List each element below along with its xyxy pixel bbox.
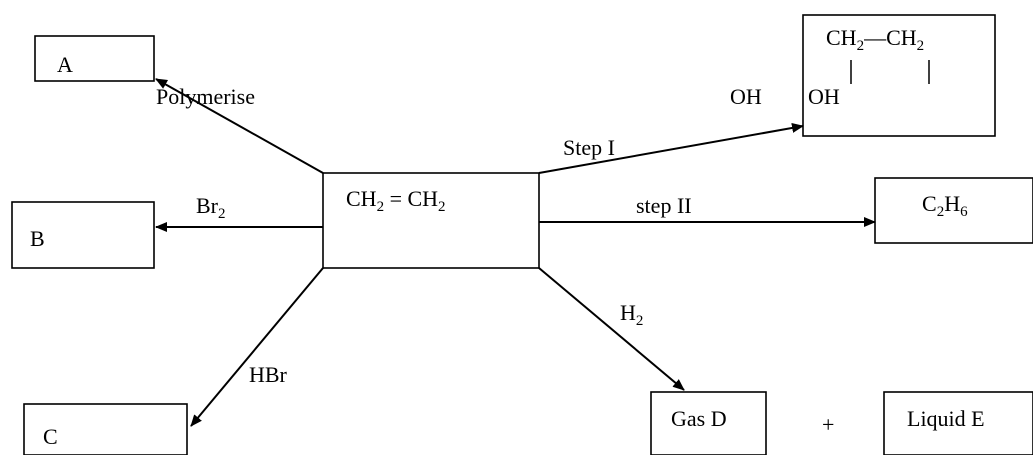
arrow-to-glycol (538, 123, 804, 174)
node-gas-d-label: Gas D (671, 406, 727, 431)
label-step-ii: step II (636, 193, 692, 218)
glycol-oh-inside: OH (808, 84, 840, 109)
box-ethane (874, 177, 1033, 244)
center-box (322, 172, 540, 269)
box-liquid-e (883, 391, 1033, 455)
node-liquid-e-label: Liquid E (907, 406, 985, 431)
label-polymerise: Polymerise (156, 84, 255, 109)
arrow-to-gas-d (538, 267, 685, 391)
node-ethane-label: C2H6 (922, 191, 968, 220)
box-c (23, 403, 188, 455)
plus-sign: + (822, 412, 835, 437)
label-h2: H2 (620, 300, 644, 329)
box-a (34, 35, 155, 82)
box-b (11, 201, 155, 269)
label-step-i: Step I (563, 135, 615, 160)
node-a-label: A (57, 52, 73, 77)
glycol-top-label: CH2—CH2 (826, 25, 925, 54)
box-glycol (802, 14, 996, 137)
label-hbr: HBr (249, 362, 287, 387)
node-c-label: C (43, 424, 58, 449)
center-ethene-label: CH2 = CH2 (346, 186, 446, 215)
box-gas-d (650, 391, 767, 455)
label-br2: Br2 (196, 193, 226, 222)
glycol-oh-outside: OH (730, 84, 762, 109)
arrow-to-a (155, 78, 324, 174)
node-b-label: B (30, 226, 45, 251)
arrow-to-c (190, 267, 324, 427)
